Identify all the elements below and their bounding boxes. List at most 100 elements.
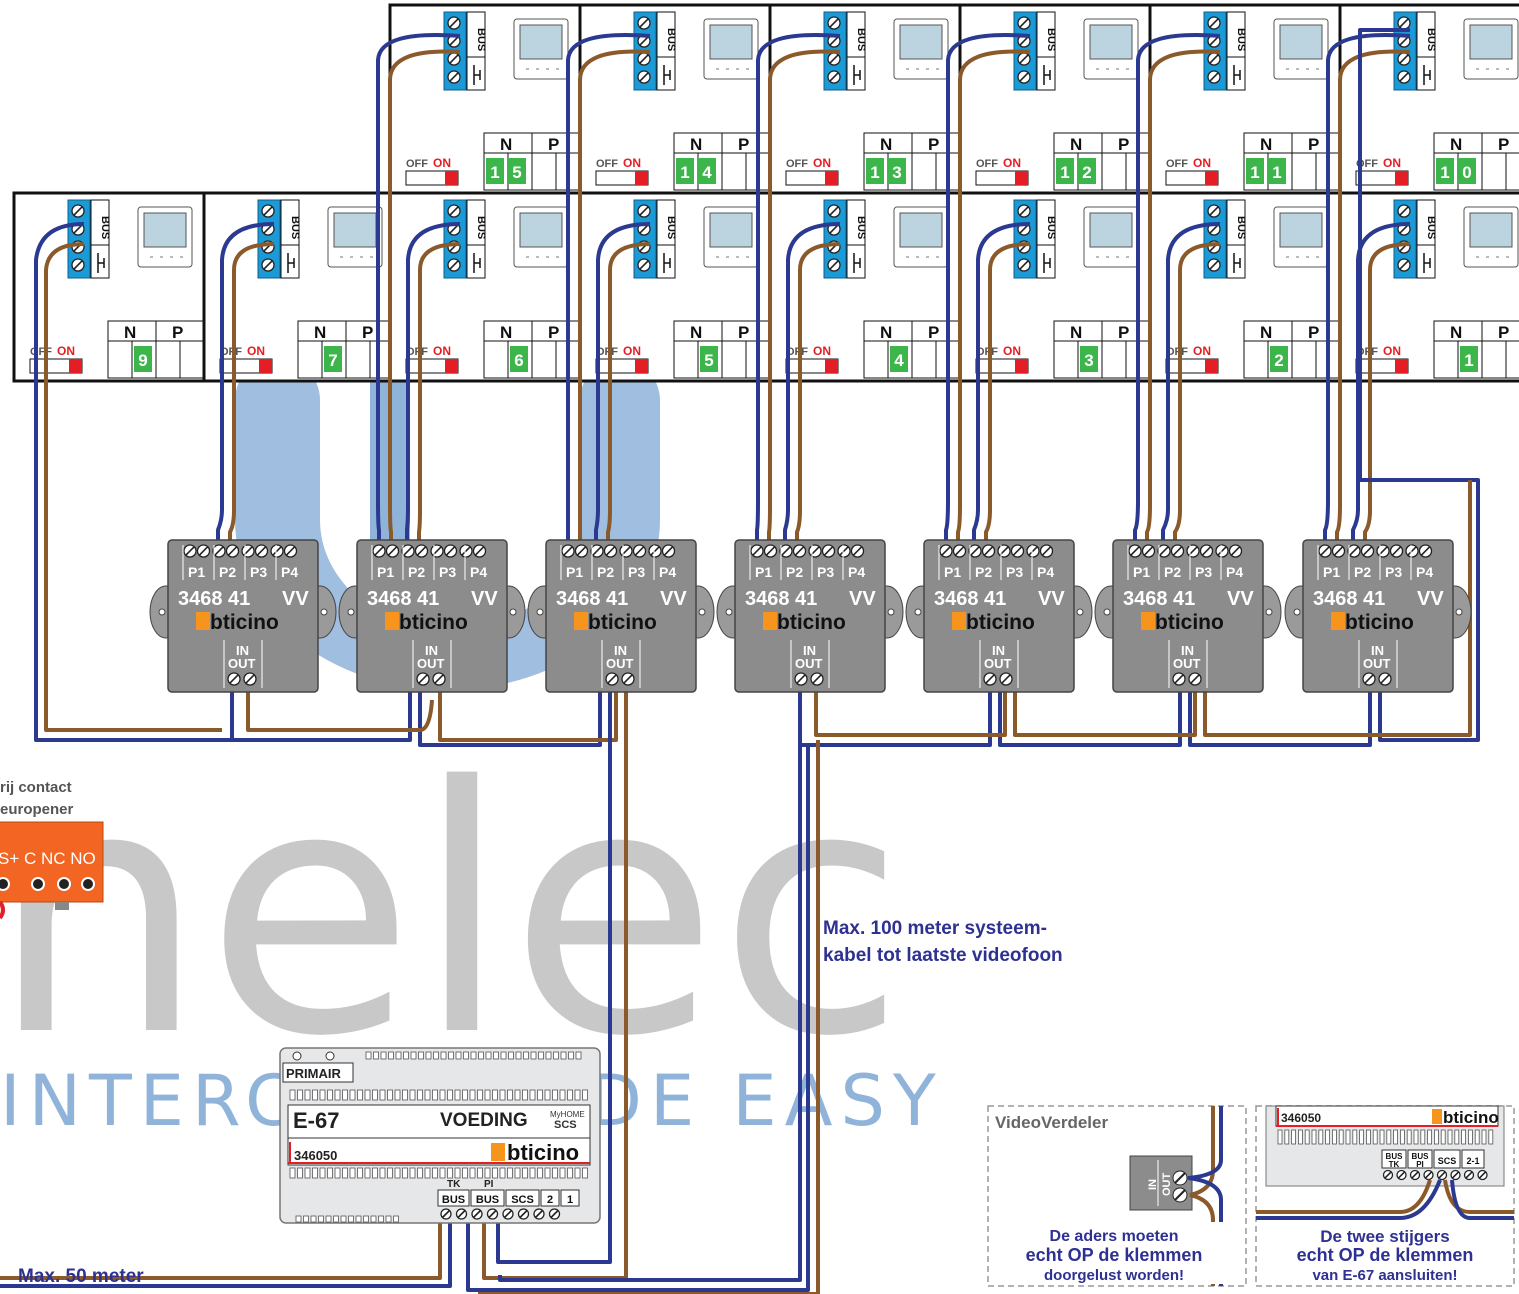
screw-terminal [1450,1169,1461,1181]
screw-terminal [459,544,473,558]
screw-terminal [605,672,619,686]
wire-brown [1335,49,1411,545]
unit-number-cell [1268,158,1286,184]
p-label: P [1498,135,1509,154]
screw-terminal [621,672,635,686]
distributor-port-label: P2 [786,564,803,580]
wire-blue [34,222,234,742]
bus-label: BUS [99,216,111,239]
dip-switch-knob [825,359,838,373]
wire-blue [466,745,810,1292]
distributor-body [1302,539,1454,693]
detail-e67-line3: van E-67 aansluiten! [1312,1267,1457,1284]
distributor-port-label: P4 [1226,564,1243,580]
n-label: N [1070,135,1082,154]
screw-terminal [71,204,85,218]
watermark: nelec INTERCOM MADE EASY [0,357,936,1142]
screw-terminal [1017,52,1031,66]
unit-number-digit: 1 [1272,163,1281,182]
p-label: P [1308,323,1319,342]
wire-blue [594,222,651,545]
wire-blue [783,222,841,545]
screw-terminal [661,544,676,558]
distributor-out-label: OUT [984,656,1012,671]
screw-terminal [385,544,400,558]
bus-terminal-block [823,199,847,279]
psu-primary-label: PRIMAIR [286,1066,342,1081]
unit-number-cell [324,346,342,372]
p-label: P [548,323,559,342]
p-label: P [928,135,939,154]
screw-terminal [283,544,298,558]
brand-mark-icon [196,612,210,630]
wire-blue [798,690,1372,747]
wire-blue [566,33,651,545]
distributor-model: 3468 41 [1313,588,1385,610]
wire-brown [44,242,222,732]
wire-blue [944,33,1031,545]
n-label: N [1260,323,1272,342]
screw-terminal [1397,204,1411,218]
psu-label-plate [287,1104,591,1166]
unit-number-digit: 5 [512,163,521,182]
brand-mark-icon [1331,612,1345,630]
distributor-port-label: P4 [1037,564,1054,580]
relay-module: rij contact europener S+ C NC NO [0,779,104,920]
wire-brown [388,49,461,545]
ground-symbol-icon [1233,65,1241,85]
n-label: N [690,135,702,154]
screw-terminal [1360,544,1375,558]
screw-terminal [637,34,651,48]
distributor-suffix: VV [1227,588,1254,610]
unit-number-cell [866,158,884,184]
wire-blue [1323,33,1411,545]
screw-terminal [1382,1169,1394,1181]
screw-terminal [455,1208,468,1220]
distributor-model: 3468 41 [178,588,250,610]
n-label: N [1450,135,1462,154]
detail-e67-part-number: 346050 [1281,1111,1321,1125]
bus-terminal-block [257,199,281,279]
distributor-port-label: P1 [944,564,961,580]
screw-terminal [603,544,618,558]
distributor-body [923,539,1075,693]
wire-blue [972,222,1031,545]
switch-off-label: OFF [1166,346,1188,358]
bus-label: BUS [855,28,867,51]
unit-number-cell [508,158,526,184]
detail-videoverdeler-in: IN [1147,1179,1159,1190]
distributor-port-label: P2 [597,564,614,580]
p-label: P [1498,323,1509,342]
screw-terminal [430,544,444,558]
psu-primary-box [282,1062,354,1083]
psu-pi-label: PI [484,1179,494,1190]
switch-on-label: ON [1383,156,1401,170]
distributor-brand: bticino [777,611,846,634]
unit-number-cell [1246,158,1264,184]
detail-e67-terminal-label: BUS [1386,1152,1404,1161]
screw-terminal [261,204,275,218]
switch-on-label: ON [57,344,75,358]
screw-terminal [1157,544,1171,558]
unit-number-cell [134,346,152,372]
monitor-screen [1469,212,1513,248]
screw-terminal [1362,672,1376,686]
distributor-port-label: P3 [439,564,456,580]
distributor-out-label: OUT [606,656,634,671]
psu-brand: bticino [507,1140,579,1165]
ground-symbol-icon [853,253,861,273]
distributor-suffix: VV [282,588,309,610]
power-supply-e67: PRIMAIR E-67 VOEDING MyHOME SCS 346050 b… [279,1047,601,1224]
note-max-100-line1: Max. 100 meter systeem- [823,918,1047,939]
monitor-screen [519,212,563,248]
monitor-screen [333,212,377,248]
screw-terminal [827,258,841,272]
dip-switch-knob [259,359,272,373]
psu-lower-ribs [289,1167,588,1179]
screw-terminal [1207,204,1221,218]
wire-brown [0,1206,442,1280]
distributor-brand: bticino [1155,611,1224,634]
